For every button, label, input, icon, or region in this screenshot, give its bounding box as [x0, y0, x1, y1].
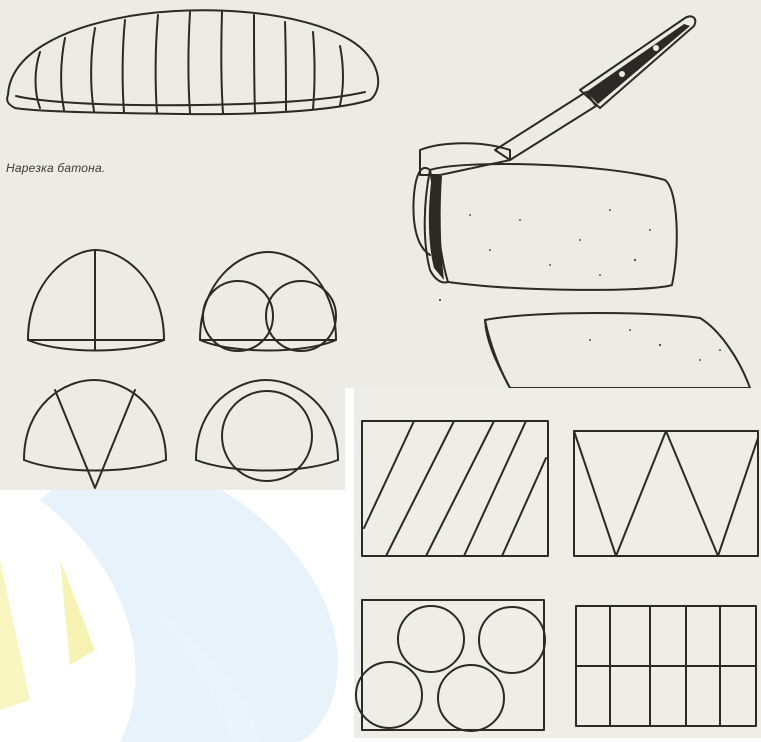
knife-cutting-loaf-illustration: [400, 0, 761, 388]
round-slice-cutting-diagrams: [0, 230, 345, 490]
baton-illustration: [0, 0, 400, 130]
rectangular-slice-cutting-diagrams: [354, 388, 761, 738]
caption: Нарезка батона.: [6, 161, 105, 175]
